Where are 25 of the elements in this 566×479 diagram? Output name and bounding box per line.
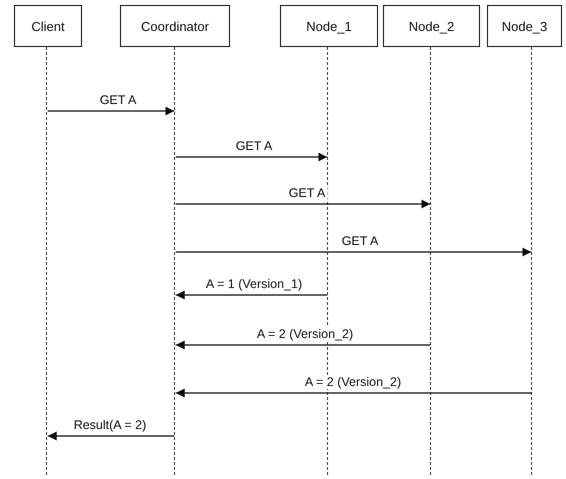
edge-label: Result(A = 2)	[72, 418, 148, 432]
edge-label: GET A	[340, 234, 380, 248]
lifeline	[174, 47, 176, 475]
participant-box: Node_2	[383, 5, 480, 47]
edge-label: GET A	[286, 186, 328, 200]
message-arrow	[48, 106, 174, 116]
edge-label: GET A	[234, 139, 274, 153]
participant-box: Node_1	[280, 5, 378, 47]
edge-label: A = 1 (Version_1)	[204, 277, 304, 291]
message-arrow	[48, 432, 174, 440]
message-arrow	[176, 340, 430, 350]
edge-label: GET A	[98, 93, 138, 107]
lifeline	[46, 47, 48, 475]
message-arrow	[176, 388, 532, 398]
edge-label: A = 2 (Version_2)	[302, 375, 404, 389]
message-arrow	[176, 200, 430, 208]
participant-box: Node_3	[487, 5, 562, 47]
lifeline	[531, 47, 532, 475]
message-arrow	[176, 248, 532, 256]
edge-label: A = 2 (Version_2)	[254, 327, 356, 341]
participant-box: Client	[14, 5, 82, 47]
participant-box: Coordinator	[120, 5, 230, 47]
lifeline	[430, 47, 432, 475]
message-arrow	[176, 152, 328, 162]
message-arrow	[176, 290, 328, 300]
